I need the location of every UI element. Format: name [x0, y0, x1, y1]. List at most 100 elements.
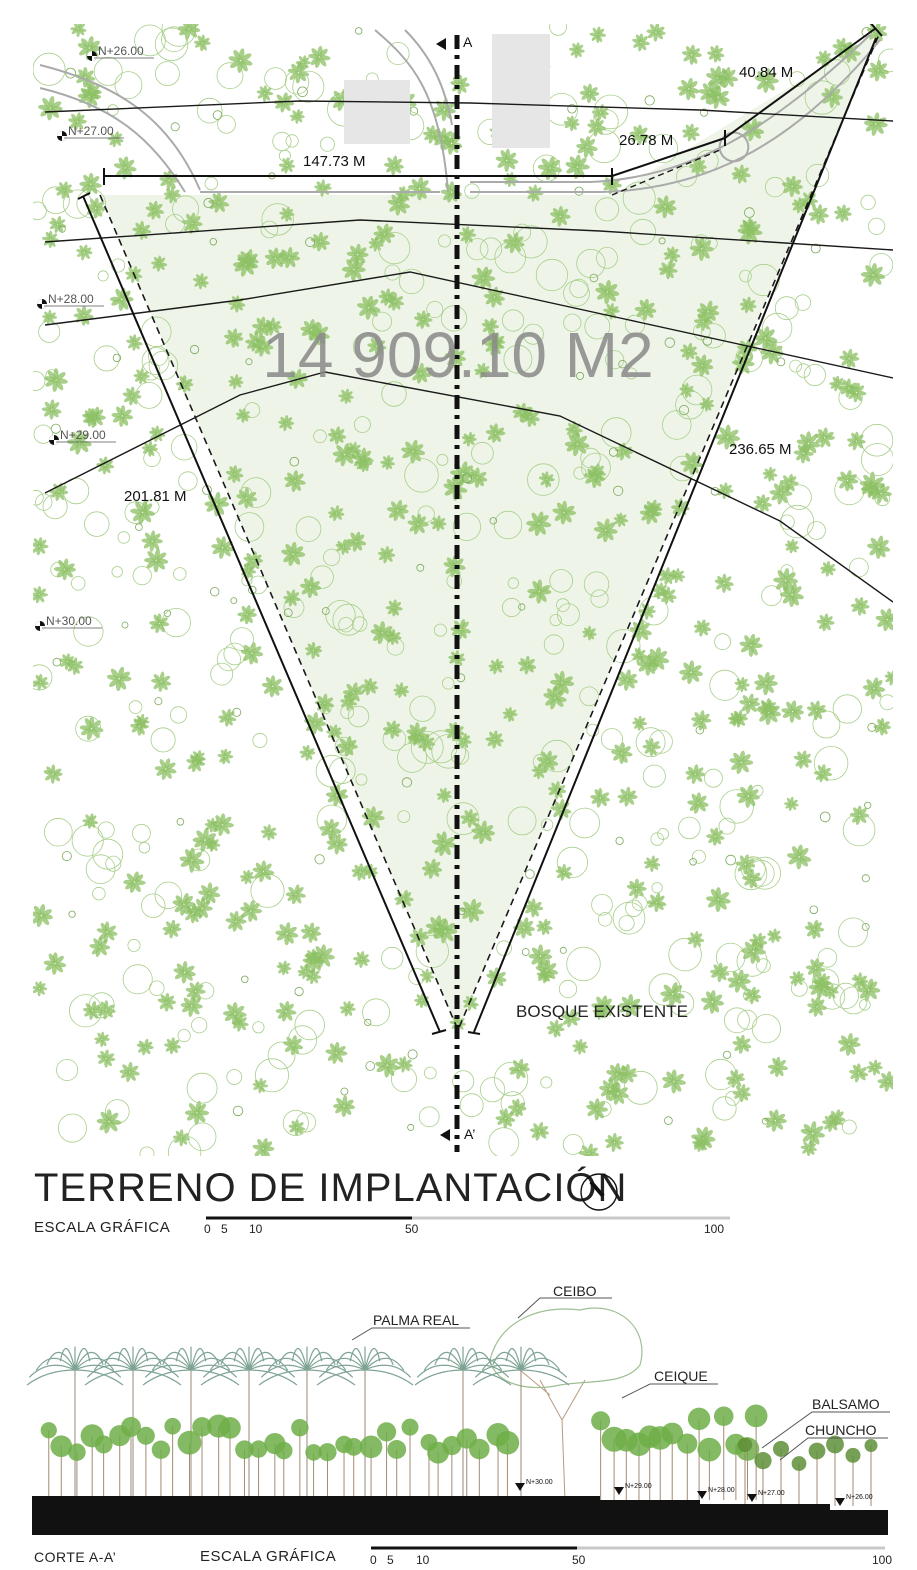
tree-canopy-outline	[56, 1059, 79, 1082]
tree-symbol	[537, 156, 563, 181]
tree-symbol	[283, 589, 301, 607]
tree-symbol	[877, 1071, 893, 1092]
tree-symbol	[679, 382, 695, 399]
tree-canopy-outline	[319, 136, 335, 152]
tree-canopy-outline	[294, 1009, 325, 1041]
tree-symbol	[289, 109, 305, 124]
tree-symbol	[471, 266, 496, 290]
tree-symbol	[808, 204, 829, 225]
tree-symbol	[225, 465, 244, 484]
tree-symbol	[707, 44, 725, 63]
tree-symbol	[536, 918, 553, 936]
tree-canopy-outline	[42, 494, 68, 520]
shrub-symbol	[209, 237, 217, 246]
tree-canopy-outline	[583, 571, 610, 597]
tree-symbol	[123, 871, 146, 893]
tree-symbol	[184, 1100, 210, 1125]
tree-symbol	[79, 172, 102, 196]
tree-symbol	[474, 362, 491, 379]
tree-symbol	[173, 961, 196, 984]
tree-symbol	[867, 59, 889, 82]
tree-symbol	[773, 568, 798, 593]
tree-symbol	[351, 447, 374, 470]
tree-canopy-outline	[187, 1122, 217, 1152]
tree-symbol	[687, 930, 705, 949]
tree-canopy-outline	[410, 731, 444, 764]
tree-symbol	[333, 1095, 355, 1118]
tree-canopy-outline	[569, 278, 589, 298]
tree-canopy-outline	[789, 359, 802, 373]
tree-canopy-outline	[284, 70, 310, 95]
level-marker: N+30.00	[35, 614, 102, 631]
shrub-symbol	[289, 456, 300, 467]
tree-canopy-outline	[839, 986, 868, 1015]
tree-symbol	[663, 246, 681, 264]
tree-canopy-outline	[114, 71, 143, 99]
tree-canopy-outline	[635, 727, 666, 758]
ceibo-tree	[519, 1369, 586, 1501]
species-chuncho: CHUNCHO	[805, 1422, 877, 1438]
tree-canopy-outline	[295, 516, 322, 542]
tree-symbol	[385, 292, 405, 311]
tree-symbol	[481, 317, 499, 336]
tree-symbol	[284, 470, 306, 493]
tree-canopy-outline	[595, 197, 620, 222]
shrub-symbol	[283, 608, 293, 618]
tree-symbol	[240, 642, 264, 665]
canopy-tree	[68, 1443, 86, 1496]
tree-symbol	[237, 604, 257, 625]
tree-symbol	[423, 125, 442, 144]
shrub-symbol	[68, 910, 76, 918]
shrub-symbol	[699, 108, 709, 117]
tree-canopy-outline	[841, 1119, 857, 1135]
tree-canopy-outline	[824, 59, 851, 86]
tree-symbol	[716, 482, 734, 500]
tree-symbol	[576, 136, 598, 158]
canopy-tree	[50, 1435, 73, 1496]
tree-symbol	[450, 74, 470, 95]
tree-symbol	[228, 374, 244, 390]
tree-symbol	[705, 887, 731, 913]
tree-canopy-outline	[264, 67, 287, 90]
shrub-symbol	[809, 905, 819, 915]
svg-text:N+30.00: N+30.00	[46, 614, 92, 628]
tree-canopy-outline	[353, 416, 371, 434]
tree-canopy-outline	[540, 739, 574, 773]
shrub-symbol	[689, 857, 697, 866]
tree-symbol	[68, 112, 87, 131]
tree-canopy-outline	[452, 512, 481, 541]
tree-symbol	[42, 309, 58, 325]
tree-symbol	[96, 1109, 122, 1134]
tree-canopy-outline	[38, 320, 61, 343]
tree-symbol	[252, 1077, 269, 1094]
tree-canopy-outline	[859, 998, 871, 1011]
shrub-symbol	[294, 986, 304, 997]
tree-symbol	[732, 1034, 752, 1054]
tree-canopy-outline	[678, 816, 701, 840]
tree-canopy-outline	[494, 241, 527, 274]
svg-text:N+27.00: N+27.00	[68, 124, 114, 138]
tree-symbol	[107, 131, 124, 148]
tree-symbol	[297, 964, 314, 980]
tree-canopy-outline	[261, 203, 294, 236]
tree-canopy-outline	[408, 967, 426, 985]
tree-symbol	[691, 354, 714, 377]
tree-symbol	[754, 671, 778, 696]
tree-canopy-outline	[591, 893, 613, 916]
shrub-symbol	[559, 946, 567, 954]
tree-canopy-outline	[147, 345, 169, 367]
tree-symbol	[804, 919, 825, 940]
tree-symbol	[278, 415, 295, 432]
ceique-tree	[687, 1407, 711, 1500]
tree-symbol	[729, 710, 748, 728]
tree-symbol	[33, 586, 48, 604]
tree-symbol	[647, 892, 667, 913]
tree-symbol	[252, 1138, 275, 1156]
tree-symbol	[839, 378, 859, 398]
shrub-symbol	[664, 337, 676, 348]
tree-canopy-outline	[622, 181, 656, 215]
tree-canopy-outline	[33, 52, 66, 86]
tree-symbol	[370, 621, 394, 645]
tree-canopy-outline	[807, 521, 826, 540]
tree-symbol	[617, 1063, 638, 1084]
